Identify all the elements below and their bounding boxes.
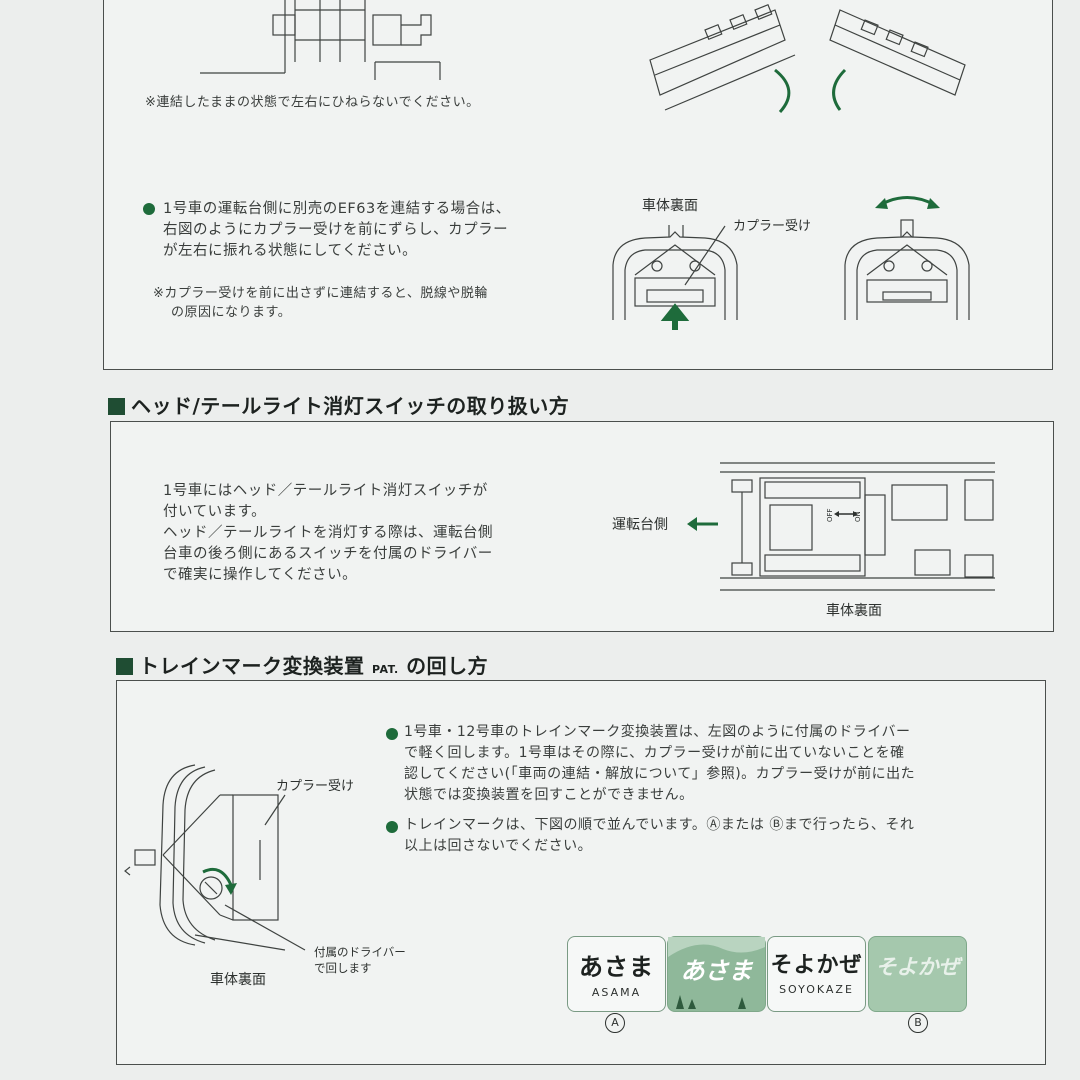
- derail-line-2: の原因になります。: [171, 305, 292, 320]
- tm-order-line-2: 以上は回さないでください。: [404, 838, 593, 854]
- driver-line-2: で回します: [314, 961, 372, 975]
- label-driver: 付属のドライバー で回します: [314, 944, 406, 976]
- train-mark-order-note: トレインマークは、下図の順で並んでいます。Ⓐまたは Ⓑまで行ったら、それ 以上は…: [404, 815, 914, 857]
- heading-light-switch: ヘッド/テールライト消灯スイッチの取り扱い方: [108, 390, 569, 419]
- light-line-5: で確実に操作してください。: [163, 567, 358, 583]
- note-no-twist: ※連結したままの状態で左右にひねらないでください。: [145, 95, 480, 110]
- cars-on-curve-illustration: [649, 3, 966, 114]
- ef63-line-1: 1号車の運転台側に別売のEF63を連結する場合は、: [163, 201, 511, 217]
- coupling-detail-illustration: [200, 0, 441, 80]
- light-line-4: 台車の後ろ側にあるスイッチを付属のドライバー: [163, 546, 493, 562]
- soyokaze-main-text: そよかぜ: [770, 953, 863, 978]
- label-cab-side: 運転台側: [612, 517, 668, 533]
- heading-pat: PAT.: [371, 663, 399, 676]
- train-mark-instruction: 1号車・12号車のトレインマーク変換装置は、左図のように付属のドライバー で軽く…: [404, 722, 915, 806]
- bullet-train-mark-2: [386, 821, 398, 833]
- heading-square-icon-2: [116, 658, 133, 675]
- train-mark-soyokaze: そよかぜ SOYOKAZE: [767, 936, 866, 1012]
- asama-illustrated-text: あさま: [680, 957, 753, 985]
- ef63-line-2: 右図のようにカプラー受けを前にずらし、カプラー: [163, 222, 509, 238]
- heading-square-icon: [108, 398, 125, 415]
- coupling-section-box: [103, 0, 1053, 370]
- driver-line-1: 付属のドライバー: [314, 945, 406, 959]
- tm-line-4: 状態では変換装置を回すことができません。: [404, 787, 694, 803]
- soyokaze-illustrated-text: そよかぜ: [875, 955, 960, 979]
- tm-line-3: 認してください(「車両の連結・解放について」参照)。カプラー受けが前に出た: [404, 766, 916, 782]
- arrow-left-icon: [687, 517, 718, 531]
- light-line-1: 1号車にはヘッド／テールライト消灯スイッチが: [163, 483, 488, 499]
- tm-order-line-1: トレインマークは、下図の順で並んでいます。Ⓐまたは Ⓑまで行ったら、それ: [404, 817, 915, 833]
- label-underside-light: 車体裏面: [826, 603, 882, 619]
- marker-b: B: [908, 1013, 928, 1033]
- heading-trainmark-tail: の回し方: [406, 654, 489, 678]
- label-coupler-receiver-tm: カプラー受け: [276, 779, 355, 794]
- light-line-3: ヘッド／テールライトを消灯する際は、運転台側: [163, 525, 493, 541]
- heading-light-text: ヘッド/テールライト消灯スイッチの取り扱い方: [131, 394, 570, 418]
- heading-trainmark-text: トレインマーク変換装置: [139, 654, 365, 678]
- label-coupler-receiver-top: カプラー受け: [733, 219, 812, 234]
- tm-line-2: で軽く回します。1号車はその際に、カプラー受けが前に出ていないことを確: [404, 745, 905, 761]
- bogie-underside-illustration: OFF ON: [720, 462, 995, 591]
- derail-line-1: ※カプラー受けを前に出さずに連結すると、脱線や脱輪: [153, 286, 488, 301]
- ef63-instruction: 1号車の運転台側に別売のEF63を連結する場合は、 右図のようにカプラー受けを前…: [163, 199, 511, 262]
- train-mark-asama: あさま ASAMA: [567, 936, 666, 1012]
- light-line-2: 付いています。: [163, 504, 267, 520]
- tm-line-1: 1号車・12号車のトレインマーク変換装置は、左図のように付属のドライバー: [404, 724, 911, 740]
- bullet-ef63: [143, 203, 155, 215]
- switch-off-label: OFF: [826, 508, 834, 522]
- train-mark-soyokaze-illustrated: そよかぜ: [868, 936, 967, 1012]
- light-switch-box: [110, 421, 1054, 632]
- train-mark-device-illustration: [124, 764, 306, 951]
- marker-a: A: [605, 1013, 625, 1033]
- train-mark-asama-illustrated: あさま: [667, 936, 766, 1012]
- light-switch-instruction: 1号車にはヘッド／テールライト消灯スイッチが 付いています。 ヘッド／テールライ…: [163, 481, 493, 586]
- label-underside-top: 車体裏面: [642, 198, 698, 214]
- mountain-icon: [668, 937, 765, 1009]
- bullet-train-mark-1: [386, 728, 398, 740]
- soyokaze-sub-text: SOYOKAZE: [779, 983, 854, 996]
- switch-on-label: ON: [854, 511, 862, 522]
- label-underside-tm: 車体裏面: [210, 972, 266, 988]
- asama-sub-text: ASAMA: [591, 986, 642, 999]
- coupler-front-diagram: [612, 196, 970, 330]
- ef63-line-3: が左右に振れる状態にしてください。: [163, 243, 418, 259]
- asama-main-text: あさま: [579, 953, 654, 981]
- derail-warning: ※カプラー受けを前に出さずに連結すると、脱線や脱輪 の原因になります。: [153, 284, 488, 322]
- heading-train-mark: トレインマーク変換装置 PAT. の回し方: [116, 650, 488, 679]
